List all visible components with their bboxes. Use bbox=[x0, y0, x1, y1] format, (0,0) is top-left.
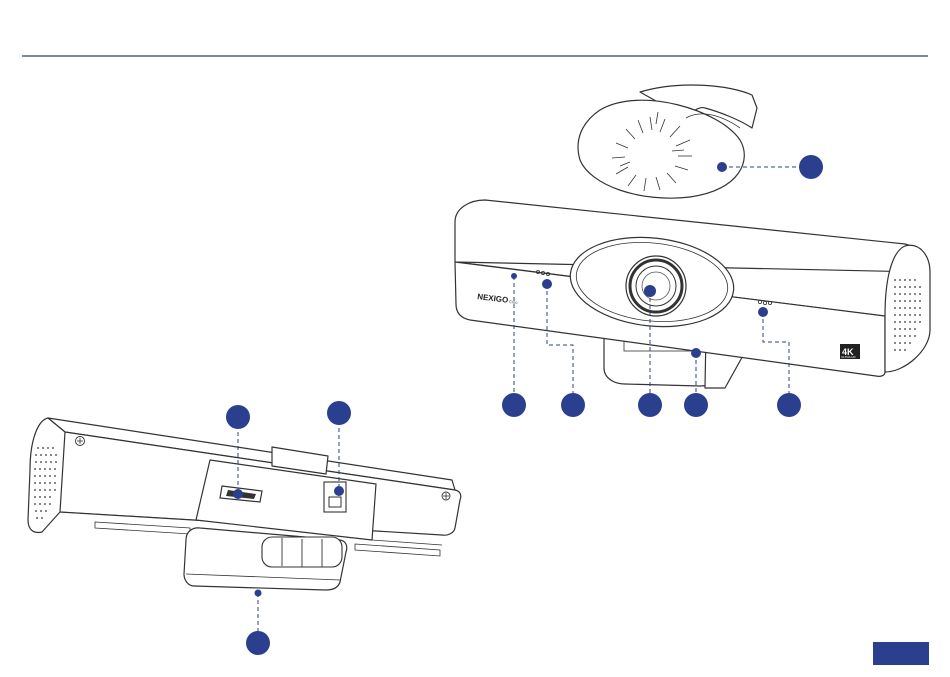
screw-icon bbox=[76, 437, 85, 446]
callout-badge-mic-right bbox=[777, 393, 801, 417]
badge-4k-sub: ULTRA HD bbox=[841, 355, 856, 359]
screw-icon bbox=[442, 492, 450, 500]
callout-badge-mic-left bbox=[561, 393, 585, 417]
lens-icon bbox=[626, 256, 686, 316]
camera-front-view: NEXIGO Cmo 4K ULTRA HD bbox=[455, 200, 930, 388]
callout-badge-hdmi bbox=[226, 405, 250, 429]
hinge-cylinder bbox=[262, 537, 342, 567]
callout-mic-right bbox=[758, 307, 768, 317]
callout-hdmi bbox=[233, 489, 243, 499]
callout-indicator-light bbox=[511, 273, 517, 279]
page-number-tab bbox=[873, 642, 929, 665]
callout-lens-cover bbox=[717, 162, 727, 172]
callout-badge-lens-cover bbox=[799, 155, 823, 179]
usb-port-icon bbox=[324, 482, 346, 512]
privacy-cover bbox=[578, 85, 757, 198]
callout-badge-indicator-light bbox=[502, 393, 526, 417]
callout-tripod-mount bbox=[255, 590, 262, 597]
callout-lens bbox=[644, 285, 656, 297]
callout-stand bbox=[691, 348, 701, 358]
callout-badge-lens bbox=[638, 393, 662, 417]
camera-back-view bbox=[28, 418, 461, 590]
callout-mic-left bbox=[542, 279, 552, 289]
callout-badge-stand bbox=[684, 393, 708, 417]
callout-badge-usb bbox=[327, 401, 351, 425]
callout-badge-tripod-mount bbox=[246, 631, 270, 655]
callout-usb bbox=[334, 486, 344, 496]
